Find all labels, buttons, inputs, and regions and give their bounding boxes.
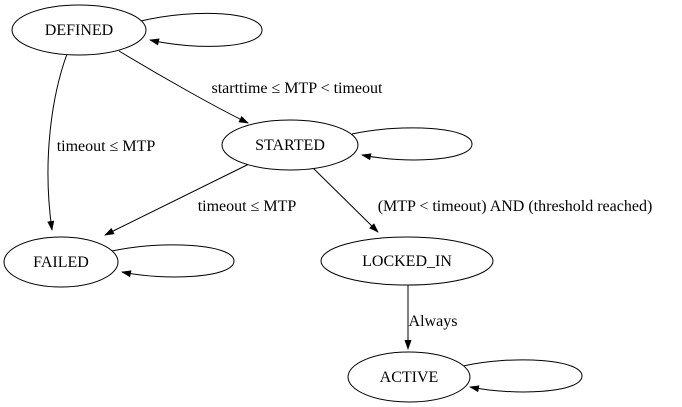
edge-defined-to-failed	[47, 53, 68, 231]
self-loop-defined	[140, 12, 263, 47]
state-ellipse-active	[347, 351, 471, 403]
edge-defined-to-started	[118, 50, 249, 124]
state-ellipse-defined	[11, 4, 147, 56]
edge-label-threshold-condition: (MTP < timeout) AND (threshold reached)	[378, 198, 653, 215]
state-node-failed: FAILED	[3, 236, 119, 288]
edge-started-to-failed	[104, 163, 250, 236]
self-loop-started	[351, 127, 473, 161]
state-node-locked-in: LOCKED_IN	[320, 236, 494, 286]
state-ellipse-started	[221, 119, 359, 171]
self-loop-active	[462, 359, 583, 393]
edge-started-to-locked-in	[311, 166, 379, 233]
state-ellipse-failed	[3, 236, 119, 288]
state-node-started: STARTED	[221, 119, 359, 171]
state-ellipse-locked-in	[320, 236, 494, 286]
state-label-locked-in: LOCKED_IN	[362, 253, 452, 270]
state-label-failed: FAILED	[33, 254, 89, 271]
state-label-active: ACTIVE	[380, 369, 439, 386]
edge-label-timeout-started-failed: timeout ≤ MTP	[198, 198, 297, 215]
state-label-started: STARTED	[255, 137, 325, 154]
state-node-active: ACTIVE	[347, 351, 471, 403]
edge-label-starttime-condition: starttime ≤ MTP < timeout	[212, 80, 384, 97]
state-label-defined: DEFINED	[45, 22, 113, 39]
state-node-defined: DEFINED	[11, 4, 147, 56]
edge-label-always: Always	[409, 313, 458, 330]
edge-label-timeout-defined-failed: timeout ≤ MTP	[57, 138, 156, 155]
self-loop-failed	[111, 244, 235, 278]
